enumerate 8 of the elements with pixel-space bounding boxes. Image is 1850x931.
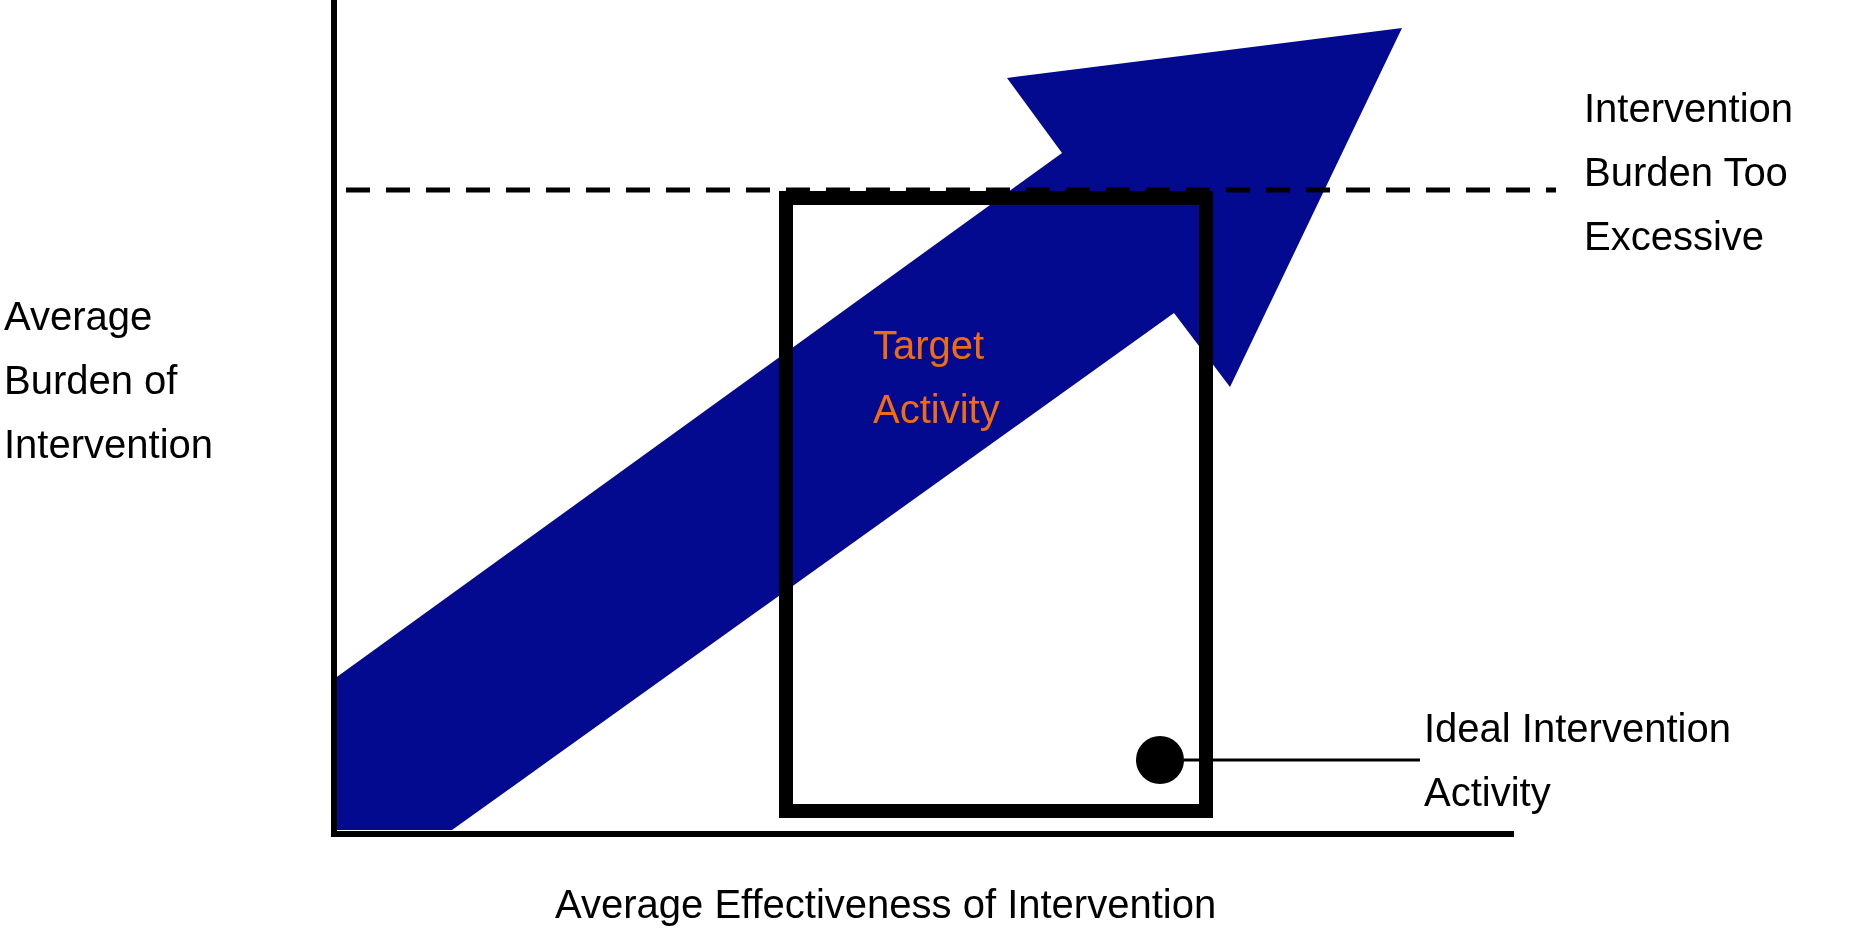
leader-line: [1184, 758, 1420, 762]
point-marker: [1136, 736, 1184, 784]
target-box: [779, 191, 1213, 818]
axis-title: Average Burden of Intervention: [4, 293, 215, 468]
box-label: Target Activity: [873, 322, 1001, 433]
threshold-label: Intervention Burden Too Excessive: [1584, 85, 1795, 260]
axis-title: Average Effectiveness of Intervention: [555, 881, 1218, 928]
callout-label: Ideal Intervention Activity: [1424, 696, 1844, 824]
